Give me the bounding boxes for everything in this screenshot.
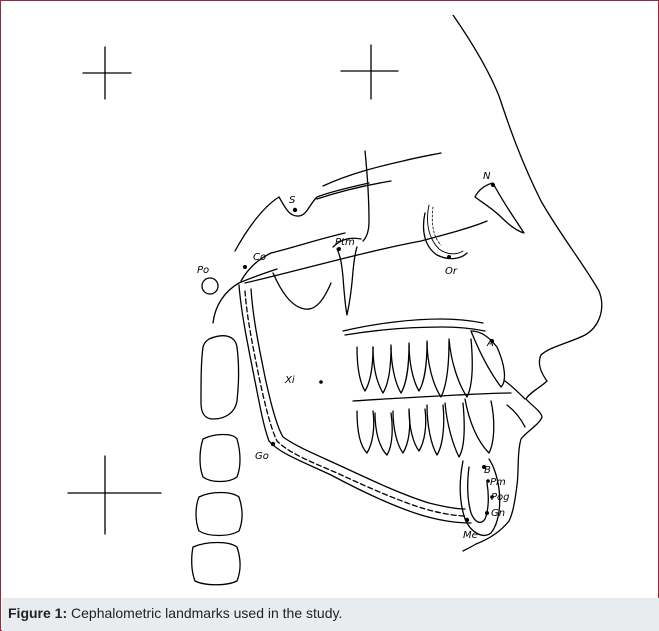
point-xi (319, 380, 323, 384)
palatal-plane (343, 319, 483, 331)
label-xi: Xi (284, 375, 295, 386)
orbit-inner-2 (432, 207, 441, 245)
point-gn (485, 511, 489, 515)
point-n (491, 183, 495, 187)
lower-teeth (357, 399, 494, 457)
label-me: Me (463, 530, 478, 541)
mandible-outer (239, 285, 471, 523)
cranial-base-upper (323, 153, 441, 186)
condyle-notch (273, 273, 331, 309)
label-go: Go (255, 451, 269, 462)
label-ptm: Ptm (335, 237, 355, 248)
porion-ring (202, 278, 218, 294)
label-pog: Pog (491, 492, 510, 503)
label-pm: Pm (490, 477, 506, 488)
label-or: Or (445, 266, 458, 277)
figure-caption: Figure 1: Cephalometric landmarks used i… (8, 605, 342, 621)
orbit-contour (424, 213, 468, 259)
point-co (243, 265, 247, 269)
point-go (271, 442, 275, 446)
label-a: A (486, 338, 494, 349)
soft-tissue-profile (453, 15, 602, 551)
mandibular-canal (245, 291, 467, 516)
label-co: Co (253, 252, 266, 263)
caption-bar: Figure 1: Cephalometric landmarks used i… (2, 598, 659, 631)
label-po: Po (197, 265, 209, 276)
sphenoid-line (363, 151, 369, 241)
cervical-vertebrae (192, 336, 242, 585)
cephalometric-tracing: S N Po Co Ptm Or A Xi Go B Pm Pog Gn Me (61, 15, 611, 591)
caption-text: Cephalometric landmarks used in the stud… (67, 605, 342, 621)
palate-lower (345, 327, 485, 335)
lower-lip-inner (507, 405, 525, 427)
point-s (293, 208, 297, 212)
label-b: B (484, 465, 491, 476)
mandible-inner (251, 289, 465, 509)
caption-label: Figure 1: (8, 605, 67, 621)
point-or (447, 255, 451, 259)
point-me (465, 518, 469, 522)
label-gn: Gn (491, 508, 505, 519)
upper-teeth (357, 331, 504, 397)
label-s: S (289, 195, 296, 206)
occlusal-line (353, 393, 511, 401)
nasal-bone (475, 183, 524, 233)
upper-lip-inner (505, 381, 525, 399)
registration-cross-bottom-left (68, 456, 161, 534)
registration-cross-top-left (83, 47, 131, 99)
registration-cross-top-center (341, 45, 398, 99)
label-n: N (483, 171, 491, 182)
